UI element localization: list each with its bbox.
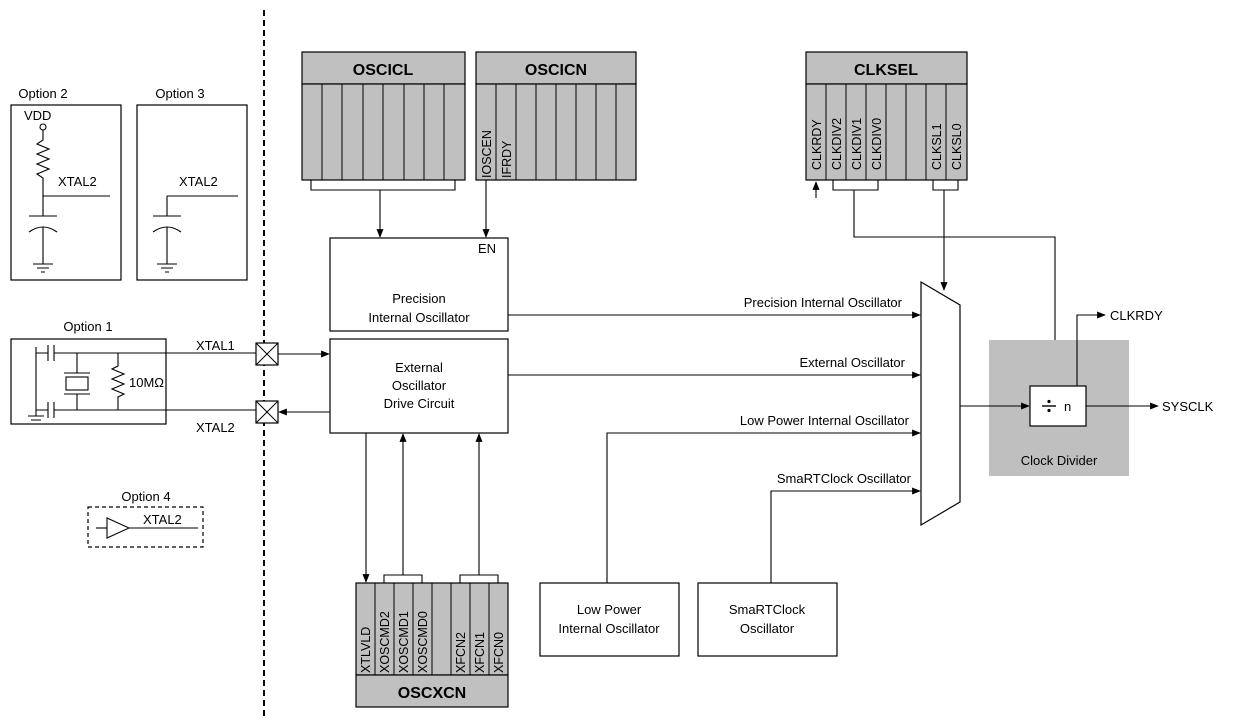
register-clksel: CLKSEL CLKRDY CLKDIV2 CLKDIV1 CLKDIV0 CL…: [805, 51, 968, 198]
bit-xfcn2: XFCN2: [454, 632, 468, 673]
register-oscxcn-cells: [374, 583, 490, 675]
smartclock-block-line1: SmaRTClock: [729, 602, 806, 617]
register-oscicl-name: OSCICL: [353, 62, 414, 79]
smartclock-block-line2: Oscillator: [740, 621, 795, 636]
option2-xtal2-label: XTAL2: [58, 174, 97, 189]
bit-xtlvld: XTLVLD: [359, 627, 373, 673]
clkrdy-output-label: CLKRDY: [1110, 308, 1163, 323]
option4-title: Option 4: [121, 489, 170, 504]
precision-block-line2: Internal Oscillator: [368, 310, 470, 325]
external-signal-label: External Oscillator: [800, 355, 906, 370]
register-oscicn-cells: [495, 84, 617, 180]
register-oscicn: OSCICN IOSCEN IFRDY: [475, 51, 637, 181]
low-power-signal-label: Low Power Internal Oscillator: [740, 413, 910, 428]
register-clksel-name: CLKSEL: [854, 62, 918, 79]
buffer-icon: [106, 517, 131, 539]
clock-divider-label: Clock Divider: [1021, 453, 1098, 468]
bit-clksl1: CLKSL1: [930, 123, 944, 170]
smartclock-signal-line: [770, 487, 921, 583]
option1-title: Option 1: [63, 319, 112, 334]
bit-clkrdy: CLKRDY: [810, 119, 824, 170]
xtal2-pin-icon: [255, 400, 279, 424]
bit-ifrdy: IFRDY: [500, 140, 514, 178]
bit-xoscmd0: XOSCMD0: [416, 611, 430, 673]
option3-xtal2-label: XTAL2: [179, 174, 218, 189]
register-oscicl: OSCICL: [301, 51, 466, 191]
low-power-oscillator-block: Low Power Internal Oscillator: [539, 582, 680, 657]
register-oscxcn-name: OSCXCN: [398, 685, 466, 702]
divide-symbol-icon: [1042, 399, 1056, 413]
smartclock-oscillator-block: SmaRTClock Oscillator: [697, 582, 838, 657]
low-power-block-line1: Low Power: [577, 602, 642, 617]
bit-clkdiv1: CLKDIV1: [850, 118, 864, 170]
bit-clksl0: CLKSL0: [950, 123, 964, 170]
bit-xfcn0: XFCN0: [492, 632, 506, 673]
xtal2-label: XTAL2: [196, 420, 235, 435]
option4-xtal2-label: XTAL2: [143, 512, 182, 527]
external-block-line1: External: [395, 360, 443, 375]
external-block-line3: Drive Circuit: [384, 396, 455, 411]
precision-en-label: EN: [478, 241, 496, 256]
option1-circuit: Option 1 10MΩ: [10, 319, 256, 425]
divider-box: [1029, 385, 1087, 427]
bit-clkdiv2: CLKDIV2: [830, 118, 844, 170]
xtal1-pin-icon: [255, 342, 279, 366]
precision-internal-oscillator-block: EN Precision Internal Oscillator: [329, 237, 509, 332]
bit-xoscmd2: XOSCMD2: [378, 611, 392, 673]
bit-xoscmd1: XOSCMD1: [397, 611, 411, 673]
clock-divider-region: n Clock Divider: [989, 340, 1129, 476]
bit-xfcn1: XFCN1: [473, 632, 487, 673]
xtal1-label: XTAL1: [196, 338, 235, 353]
precision-block-line1: Precision: [392, 291, 445, 306]
low-power-block-line2: Internal Oscillator: [558, 621, 660, 636]
divider-to-clkrdy-line: [1076, 311, 1106, 386]
register-oscicn-name: OSCICN: [525, 62, 587, 79]
option2-title: Option 2: [18, 86, 67, 101]
register-oscxcn: OSCXCN XTLVLD XOSCMD2 XOSCMD1 XOSCMD0 XF…: [355, 574, 509, 708]
option3-circuit: Option 3 XTAL2: [136, 86, 248, 281]
sysclk-label: SYSCLK: [1162, 399, 1214, 414]
bit-ioscen: IOSCEN: [480, 130, 494, 178]
clkdiv-to-divider-line: [853, 190, 1059, 386]
option3-title: Option 3: [155, 86, 204, 101]
clock-source-mux: [920, 280, 961, 527]
option4-circuit: Option 4 XTAL2: [87, 489, 204, 548]
option2-vdd-label: VDD: [24, 108, 51, 123]
external-oscillator-drive-block: External Oscillator Drive Circuit: [329, 338, 509, 434]
option1-resistor-label: 10MΩ: [129, 375, 164, 390]
register-oscicl-cells: [321, 84, 445, 180]
smartclock-signal-label: SmaRTClock Oscillator: [777, 471, 912, 486]
external-block-line2: Oscillator: [392, 378, 447, 393]
low-power-signal-line: [606, 429, 921, 583]
option2-circuit: Option 2 VDD XTAL2: [10, 86, 122, 281]
bit-clkdiv0: CLKDIV0: [870, 118, 884, 170]
precision-signal-label: Precision Internal Oscillator: [744, 295, 903, 310]
register-clksel-cells: [825, 84, 947, 180]
divider-n-label: n: [1064, 399, 1071, 414]
